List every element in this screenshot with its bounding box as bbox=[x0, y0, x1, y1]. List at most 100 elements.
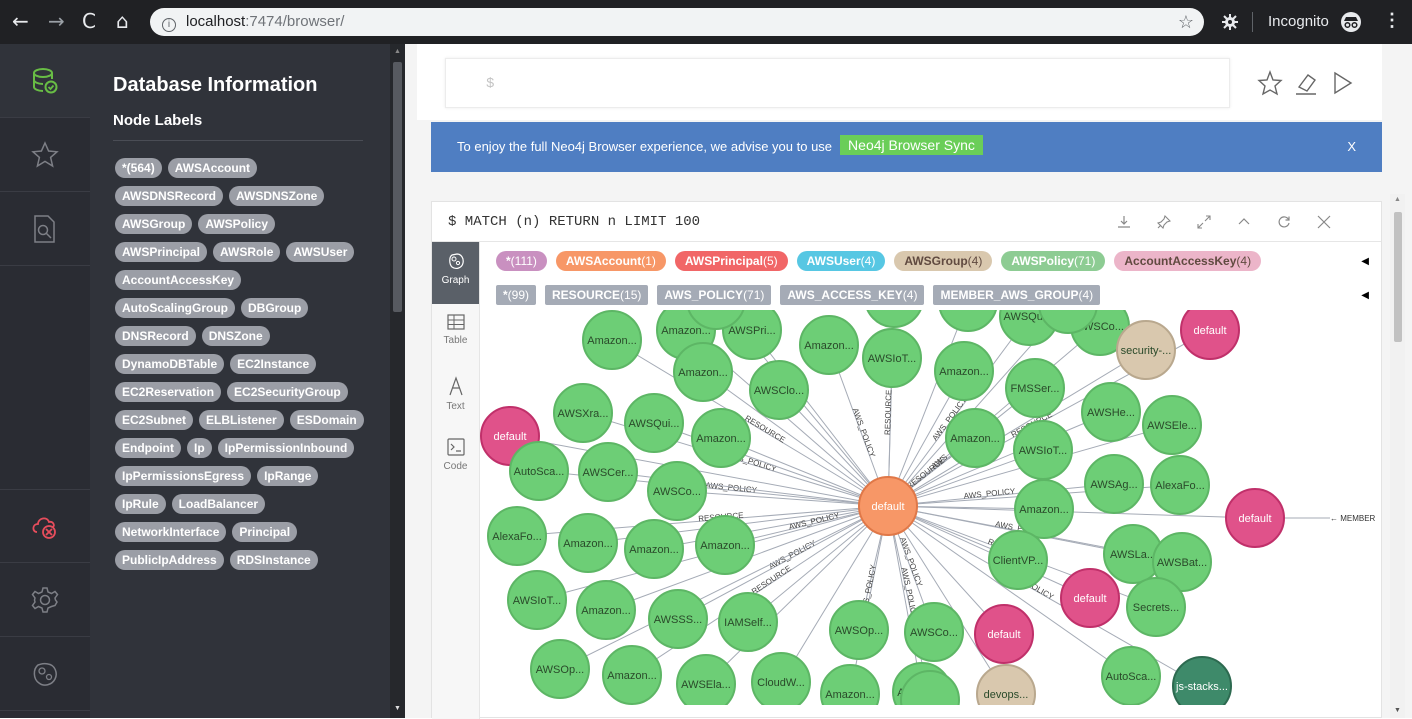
graph-node-circle[interactable] bbox=[945, 408, 1005, 468]
node-label-tag[interactable]: *(564) bbox=[115, 158, 162, 178]
graph-node[interactable]: AWSClo... bbox=[749, 360, 809, 420]
node-label-tag[interactable]: Ip bbox=[186, 438, 212, 458]
run-query-button[interactable] bbox=[1327, 68, 1357, 98]
relationship-line[interactable] bbox=[849, 505, 889, 695]
legend-relationship-type[interactable]: AWS_POLICY(71) bbox=[657, 285, 772, 305]
favorite-query-button[interactable] bbox=[1255, 68, 1285, 98]
graph-node[interactable]: AWSIoT... bbox=[507, 570, 567, 630]
node-label-tag[interactable]: ELBListener bbox=[199, 410, 284, 430]
relationship-line[interactable] bbox=[887, 505, 1091, 599]
graph-node[interactable]: Amazon... bbox=[582, 310, 642, 370]
graph-node[interactable]: default bbox=[974, 604, 1034, 664]
graph-node-circle[interactable] bbox=[820, 664, 880, 705]
download-button[interactable] bbox=[1109, 202, 1139, 242]
legend-relationship-type[interactable]: *(99) bbox=[496, 285, 537, 305]
node-label-tag[interactable]: IpRange bbox=[257, 466, 319, 486]
graph-node-circle[interactable] bbox=[749, 360, 809, 420]
graph-node-circle[interactable] bbox=[624, 519, 684, 579]
graph-node-circle[interactable] bbox=[1152, 532, 1212, 592]
node-label-tag[interactable]: DNSZone bbox=[201, 326, 270, 346]
node-label-tag[interactable]: ESDomain bbox=[289, 410, 364, 430]
close-frame-button[interactable] bbox=[1309, 202, 1339, 242]
graph-node[interactable]: AWSHe... bbox=[1081, 382, 1141, 442]
graph-node[interactable] bbox=[900, 670, 960, 705]
pin-button[interactable] bbox=[1149, 202, 1179, 242]
relationship-line[interactable] bbox=[887, 315, 1030, 507]
sidebar-item-settings[interactable] bbox=[0, 563, 90, 637]
graph-node-circle[interactable] bbox=[1013, 420, 1073, 480]
graph-node-circle[interactable] bbox=[1142, 395, 1202, 455]
graph-node[interactable]: Amazon... bbox=[673, 342, 733, 402]
graph-node-circle[interactable] bbox=[648, 589, 708, 649]
graph-node[interactable]: AWSEla... bbox=[676, 654, 736, 705]
drawer-scrollbar[interactable]: ▲ ▼ bbox=[390, 44, 405, 718]
tab-text[interactable]: Text bbox=[432, 366, 479, 428]
incognito-label[interactable]: Incognito bbox=[1268, 13, 1329, 30]
node-label-tag[interactable]: AutoScalingGroup bbox=[115, 298, 235, 318]
extension-icon[interactable] bbox=[1222, 14, 1238, 30]
graph-node[interactable]: AWSOp... bbox=[829, 600, 889, 660]
graph-node-circle[interactable] bbox=[578, 442, 638, 502]
node-label-tag[interactable]: Endpoint bbox=[115, 438, 181, 458]
relationship-line[interactable] bbox=[705, 505, 889, 685]
graph-node-circle[interactable] bbox=[862, 328, 922, 388]
relationship-line[interactable] bbox=[611, 339, 889, 507]
graph-node-circle[interactable] bbox=[576, 580, 636, 640]
legend-relationship-type[interactable]: RESOURCE(15) bbox=[545, 285, 649, 305]
graph-canvas[interactable]: RESOURCEAWS_POLICYAWS_POLICYRESOURCEAWS_… bbox=[480, 310, 1381, 705]
graph-node[interactable]: AWSLa... bbox=[1103, 524, 1163, 584]
graph-node-circle[interactable] bbox=[647, 461, 707, 521]
graph-node-circle[interactable] bbox=[582, 310, 642, 370]
graph-node-circle[interactable] bbox=[487, 506, 547, 566]
graph-node[interactable]: AWSOp... bbox=[530, 639, 590, 699]
relationship-line[interactable] bbox=[720, 437, 889, 507]
relationship-line[interactable] bbox=[887, 483, 1115, 507]
legend-node-label[interactable]: AWSGroup(4) bbox=[894, 251, 993, 271]
graph-node[interactable]: CloudW... bbox=[751, 652, 811, 705]
relationship-line[interactable] bbox=[653, 505, 889, 550]
graph-node-circle[interactable] bbox=[1060, 568, 1120, 628]
sidebar-item-database[interactable] bbox=[0, 44, 90, 118]
graph-node[interactable]: ClientVP... bbox=[988, 530, 1048, 590]
graph-node-circle[interactable] bbox=[509, 441, 569, 501]
graph-node[interactable]: default bbox=[1060, 568, 1120, 628]
legend-node-label[interactable]: AWSPolicy(71) bbox=[1001, 251, 1106, 271]
graph-node-circle[interactable] bbox=[624, 393, 684, 453]
frame-query[interactable]: $ MATCH (n) RETURN n LIMIT 100 bbox=[448, 214, 701, 230]
incognito-icon[interactable] bbox=[1340, 11, 1362, 33]
graph-node[interactable]: AlexaFo... bbox=[1150, 455, 1210, 515]
legend-expand-icon[interactable]: ◀ bbox=[1361, 256, 1369, 267]
relationship-line[interactable] bbox=[887, 505, 1132, 677]
graph-node-circle[interactable] bbox=[722, 310, 782, 360]
graph-node-circle[interactable] bbox=[1126, 577, 1186, 637]
node-label-tag[interactable]: DBGroup bbox=[241, 298, 309, 318]
graph-node[interactable]: AWSXra... bbox=[553, 383, 613, 443]
graph-node[interactable]: AWSBat... bbox=[1152, 532, 1212, 592]
graph-node[interactable]: AutoSca... bbox=[1101, 646, 1161, 705]
legend-node-label[interactable]: *(111) bbox=[496, 251, 547, 271]
node-label-tag[interactable]: AWSUser bbox=[286, 242, 355, 262]
graph-node[interactable]: Amazon... bbox=[576, 580, 636, 640]
graph-node[interactable]: Amazon... bbox=[691, 408, 751, 468]
graph-node-circle[interactable] bbox=[976, 664, 1036, 705]
site-info-icon[interactable]: i bbox=[162, 18, 176, 32]
graph-node-circle[interactable] bbox=[1172, 656, 1232, 705]
graph-node-circle[interactable] bbox=[507, 570, 567, 630]
graph-node-circle[interactable] bbox=[558, 513, 618, 573]
relationship-line[interactable] bbox=[677, 505, 889, 620]
graph-node[interactable]: AlexaFo... bbox=[487, 506, 547, 566]
graph-node-circle[interactable] bbox=[673, 342, 733, 402]
graph-node[interactable]: Amazon... bbox=[934, 341, 994, 401]
home-icon[interactable]: ⌂ bbox=[116, 9, 129, 33]
relationship-line[interactable] bbox=[676, 490, 889, 507]
node-label-tag[interactable]: RDSInstance bbox=[229, 550, 318, 570]
graph-node-circle[interactable] bbox=[530, 639, 590, 699]
graph-node-circle[interactable] bbox=[602, 645, 662, 705]
graph-node-circle[interactable] bbox=[687, 310, 745, 330]
bookmark-star-icon[interactable]: ☆ bbox=[1177, 12, 1194, 32]
legend-node-label[interactable]: AccountAccessKey(4) bbox=[1114, 251, 1262, 271]
relationship-line[interactable] bbox=[887, 505, 923, 693]
graph-node[interactable]: AWSCo... bbox=[647, 461, 707, 521]
node-label-tag[interactable]: AWSPrincipal bbox=[115, 242, 208, 262]
